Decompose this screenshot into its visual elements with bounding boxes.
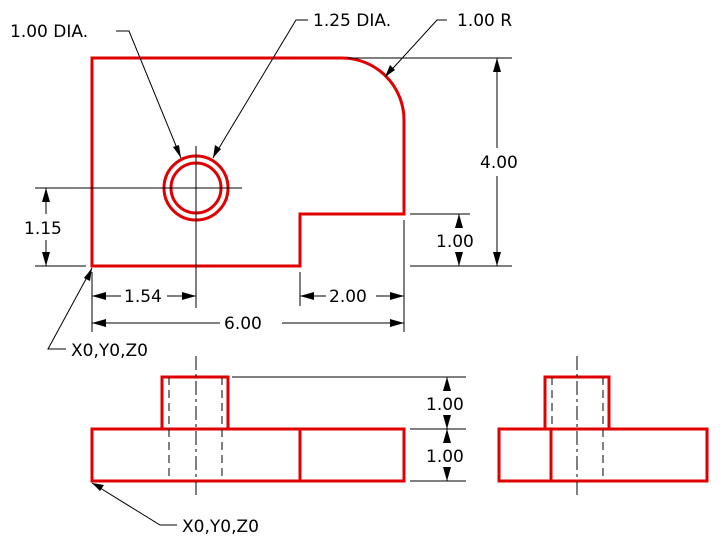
dim-width-total: 6.00 [224,314,262,334]
front-base [90,427,406,483]
top-view-dimensions [35,57,512,332]
dim-height-total: 4.00 [480,153,518,173]
leader-1.00-dia [116,30,182,159]
front-boss [160,375,230,431]
dim-boss-height: 1.00 [426,395,464,415]
arrowhead-1.25-dia [213,145,221,158]
dim-base-height: 1.00 [426,447,464,467]
arrowhead-origin-top [84,268,92,281]
leader-origin-front [91,482,177,526]
dim-step-width: 2.00 [329,287,367,307]
top-view [90,56,406,308]
callout-fillet-radius: 1.00 R [457,11,512,31]
arrowhead-1.00-dia [173,145,181,158]
dim-hole-y: 1.15 [24,219,62,239]
annotations-text: 1.00 DIA. 1.25 DIA. 1.00 R X0,Y0,Z0 X0,Y… [10,11,518,537]
callout-origin-front: X0,Y0,Z0 [182,517,259,537]
leader-1.00-r [384,19,447,78]
leader-origin-top [47,267,93,350]
front-view [90,356,466,526]
leader-1.25-dia [212,19,308,159]
top-view-outline [90,56,406,268]
callout-origin-top: X0,Y0,Z0 [71,341,148,361]
arrowhead-1.00-r [385,65,395,77]
dim-hole-x: 1.54 [124,287,162,307]
callout-leaders [47,19,447,350]
callout-hole-outer: 1.25 DIA. [313,11,391,31]
arrowhead-origin-front [92,483,104,491]
side-view [497,356,709,495]
dim-step-height: 1.00 [436,232,474,252]
callout-hole-inner: 1.00 DIA. [10,22,88,42]
